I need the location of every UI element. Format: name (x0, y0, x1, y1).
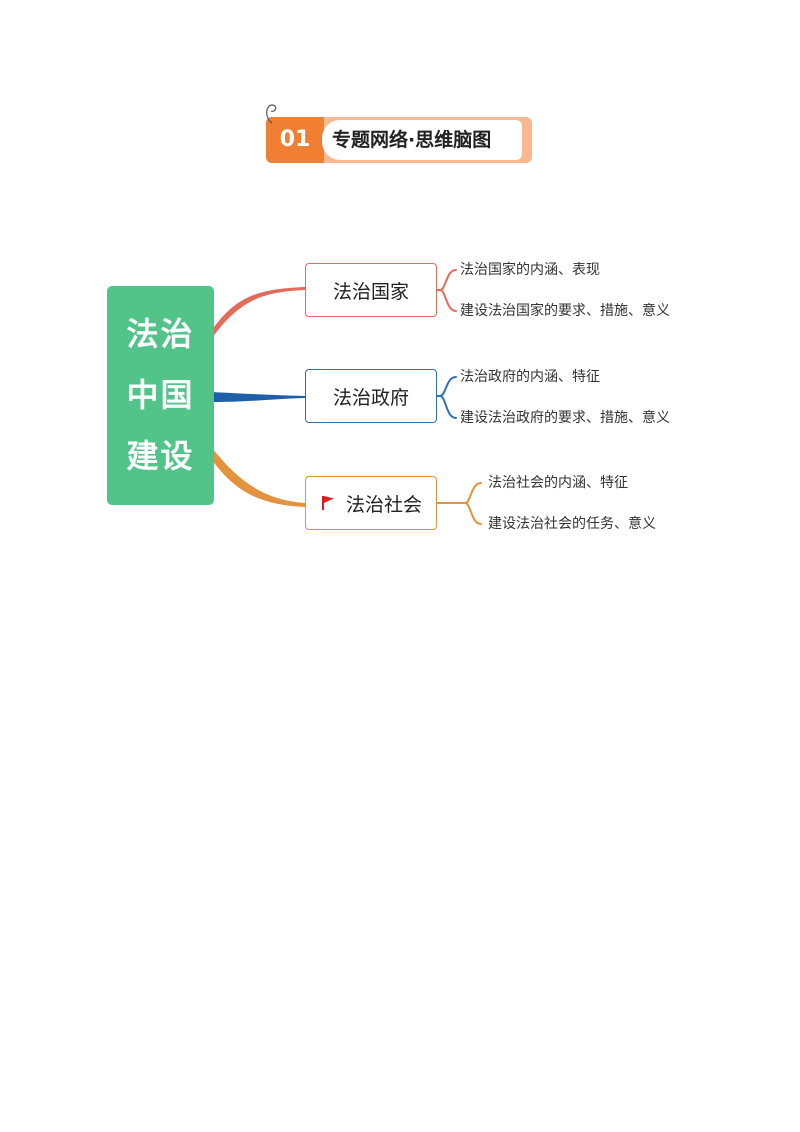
section-title: 专题网络·思维脑图 (322, 120, 522, 160)
curl-decoration-icon (266, 104, 277, 124)
root-line-2: 中国 (126, 376, 195, 414)
subtopic-item[interactable]: 法治国家的内涵、表现 (460, 262, 600, 278)
subtopic-item[interactable]: 法治社会的内涵、特征 (488, 475, 628, 491)
topic-label: 法治社会 (345, 493, 422, 516)
topic-label: 法治国家 (332, 280, 409, 303)
root-line-1: 法治 (126, 315, 195, 353)
leaf-connector-3 (436, 482, 482, 525)
section-number: 01 (266, 117, 324, 163)
branch-connector-1 (212, 287, 305, 338)
root-topic[interactable]: 法治 中国 建设 (107, 286, 214, 505)
branch-connector-2 (212, 392, 305, 402)
topic-rule-of-law-country[interactable]: 法治国家 (305, 263, 437, 317)
subtopic-item[interactable]: 建设法治国家的要求、措施、意义 (460, 303, 670, 319)
leaf-connector-2 (436, 376, 457, 419)
subtopic-item[interactable]: 建设法治政府的要求、措施、意义 (460, 410, 670, 426)
subtopic-item[interactable]: 建设法治社会的任务、意义 (488, 516, 656, 532)
subtopic-item[interactable]: 法治政府的内涵、特征 (460, 369, 600, 385)
topic-label: 法治政府 (332, 386, 409, 409)
leaf-connector-1 (436, 269, 457, 312)
branch-connector-3 (212, 448, 305, 507)
red-flag-icon (321, 496, 334, 510)
topic-rule-of-law-society[interactable]: 法治社会 (305, 476, 437, 530)
topic-rule-of-law-government[interactable]: 法治政府 (305, 369, 437, 423)
root-line-3: 建设 (126, 437, 195, 475)
